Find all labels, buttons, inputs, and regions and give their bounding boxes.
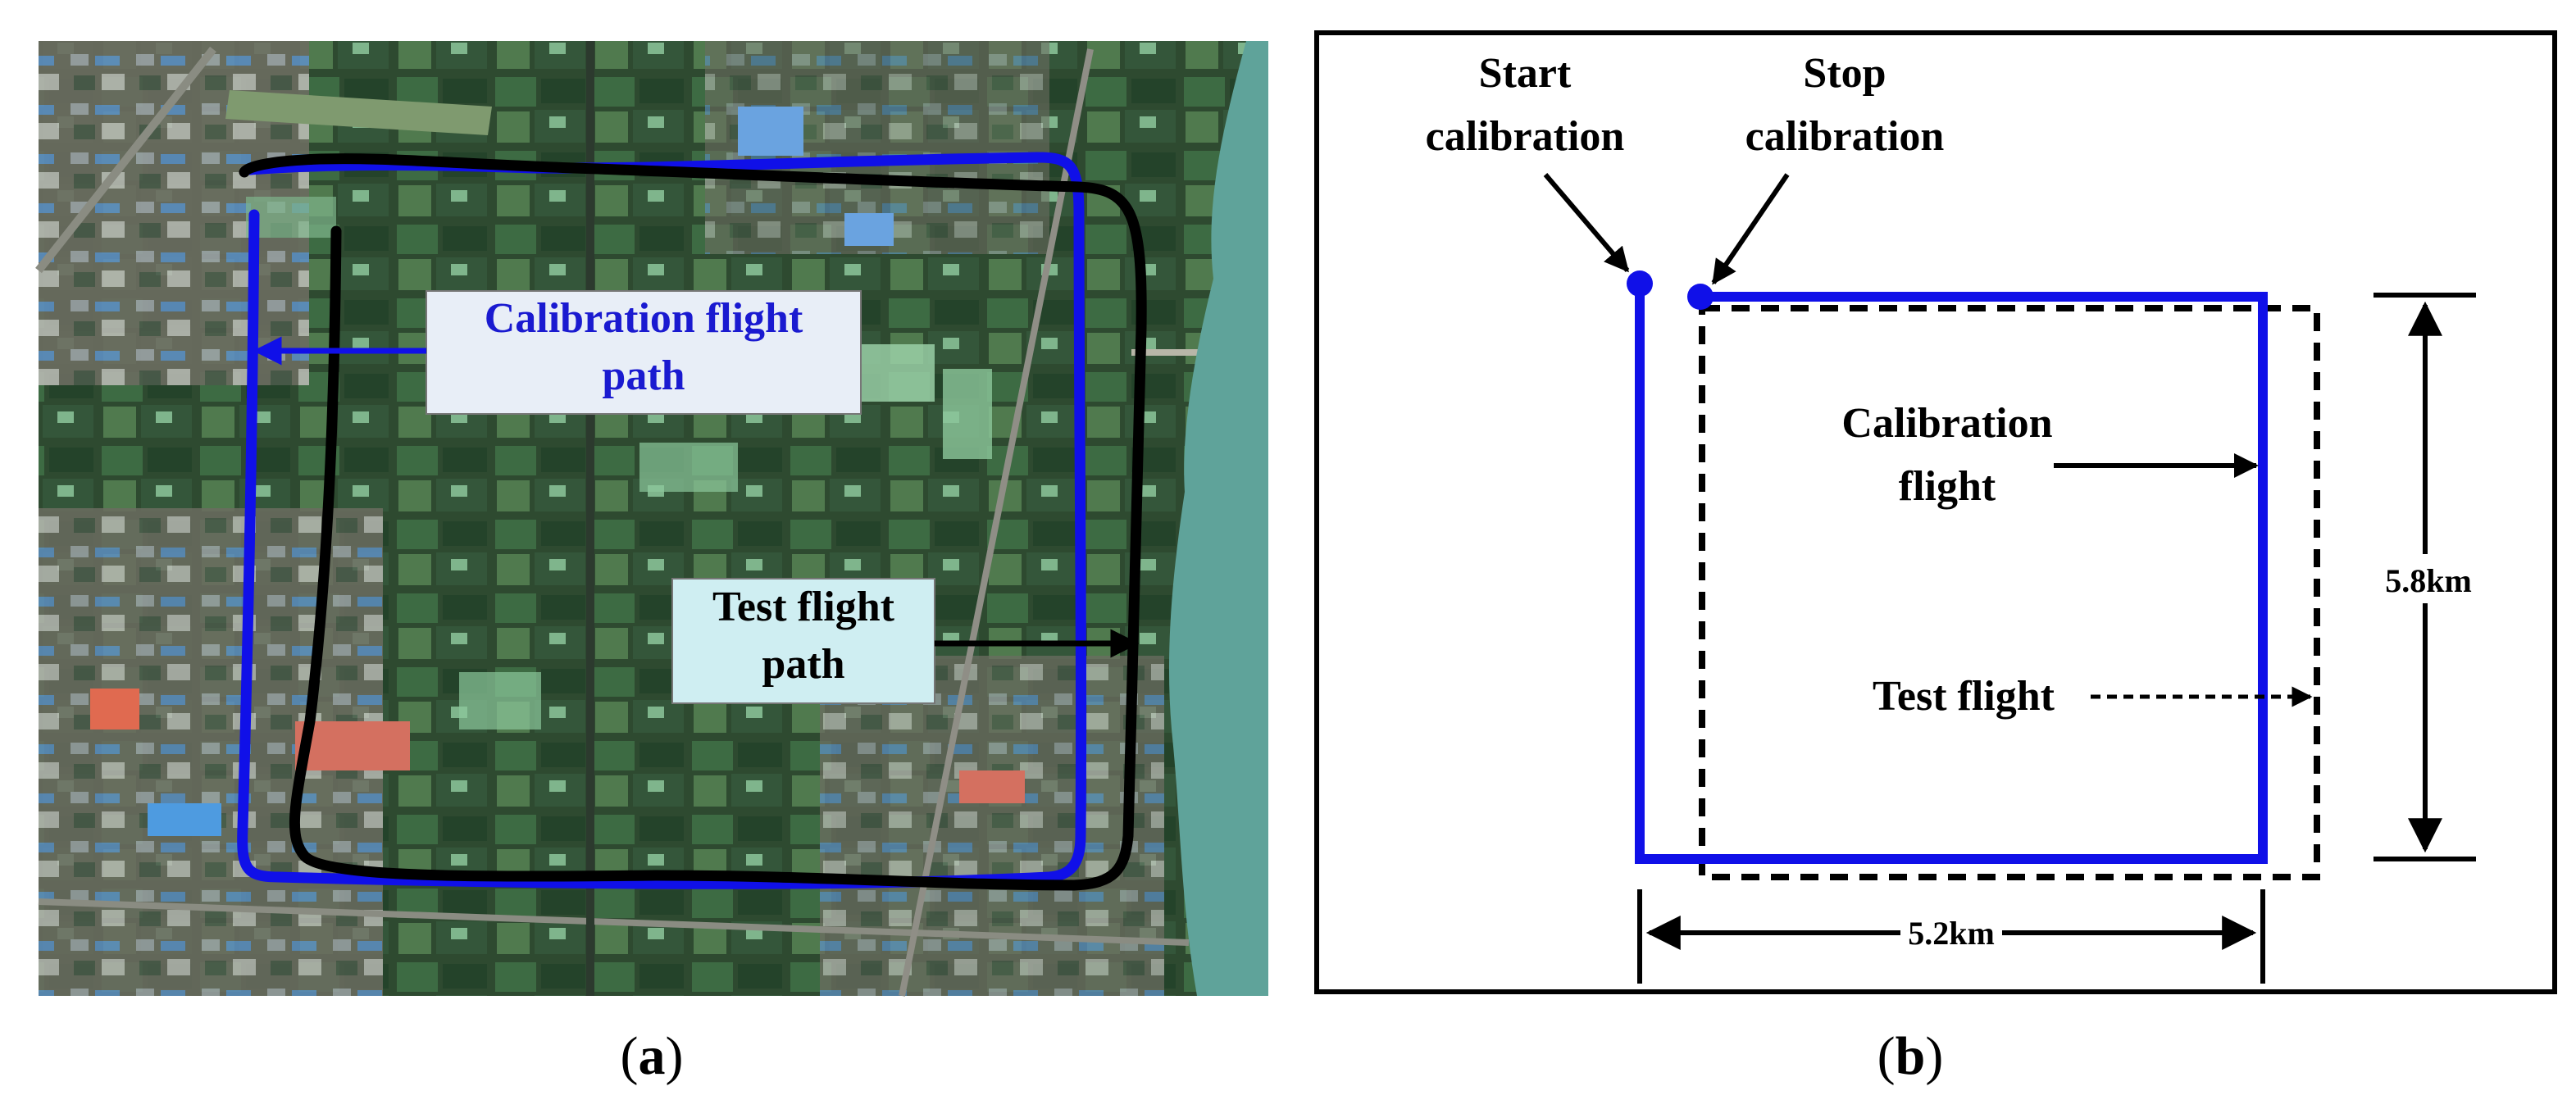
test-callout-line2: path <box>762 641 844 688</box>
test-flight-path <box>239 153 1147 891</box>
test-path-callout: Test flight path <box>671 578 1140 704</box>
calibration-flight-label-line2: flight <box>1899 463 1996 510</box>
satellite-image <box>35 41 1268 997</box>
panel-b-frame <box>1314 30 2557 994</box>
test-flight-dashed-path <box>1699 305 2320 880</box>
stop-label-arrow <box>1711 173 1790 285</box>
start-point-dot <box>1627 270 1653 297</box>
stop-point-dot <box>1687 284 1714 310</box>
stop-label-line2: calibration <box>1745 113 1945 160</box>
height-dim-label: 5.8km <box>2385 562 2472 599</box>
width-dim-label: 5.2km <box>1908 915 1995 952</box>
calibration-callout-line1: Calibration flight <box>485 295 803 342</box>
stop-label-line1: Stop <box>1803 50 1886 97</box>
start-label-arrow <box>1543 173 1630 273</box>
calibration-flight-square <box>1635 284 2268 864</box>
caption-b: (b) <box>1877 1026 1944 1086</box>
calibration-callout-line2: path <box>602 352 685 399</box>
start-label-line1: Start <box>1479 50 1572 97</box>
caption-a: (a) <box>621 1026 684 1086</box>
calibration-path-callout: Calibration flight path <box>253 290 862 415</box>
test-flight-label: Test flight <box>1873 673 2055 720</box>
test-callout-line1: Test flight <box>712 584 895 630</box>
panel-b: Start calibration Stop calibration Calib… <box>1314 30 2557 1086</box>
start-label-line2: calibration <box>1426 113 1625 160</box>
calibration-flight-label-line1: Calibration <box>1841 400 2052 447</box>
panel-a: Calibration flight path Test flight path… <box>35 41 1268 1086</box>
